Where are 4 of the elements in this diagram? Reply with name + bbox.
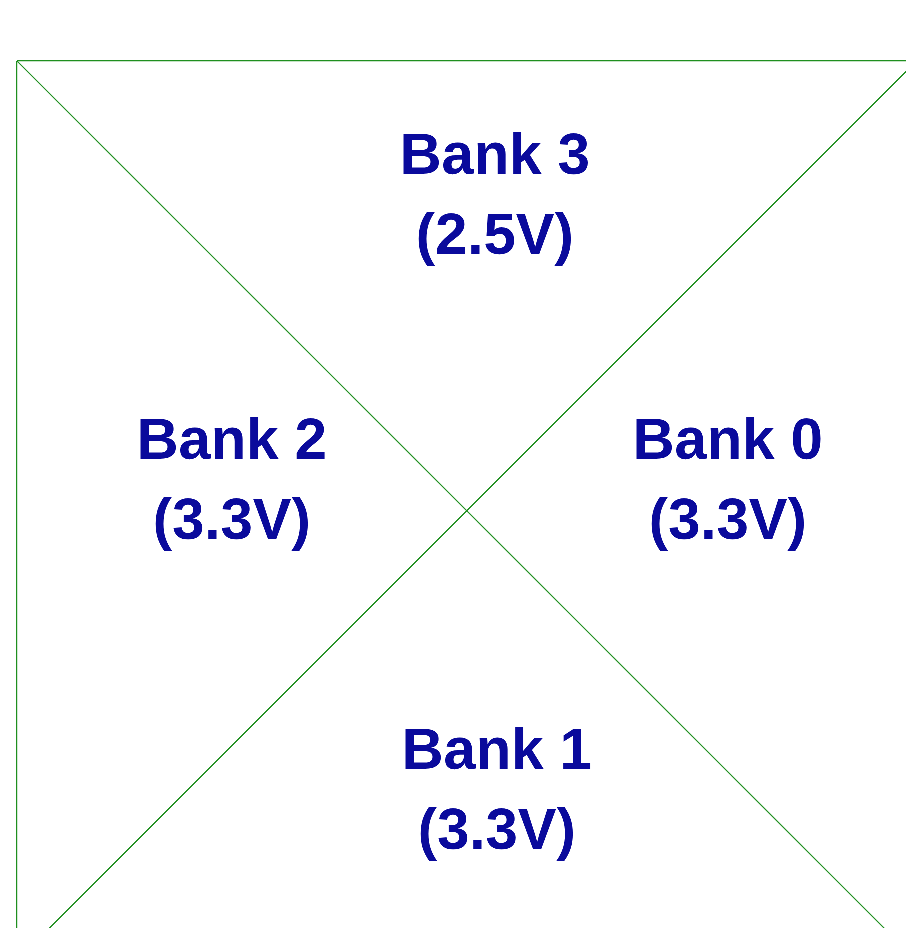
bank-label: Bank 1 (3.3V) — [400, 716, 594, 864]
bank-label: Bank 3 (2.5V) — [398, 121, 592, 269]
bank-label: Bank 0 (3.3V) — [632, 406, 824, 554]
bank-label: Bank 2 (3.3V) — [136, 406, 328, 554]
